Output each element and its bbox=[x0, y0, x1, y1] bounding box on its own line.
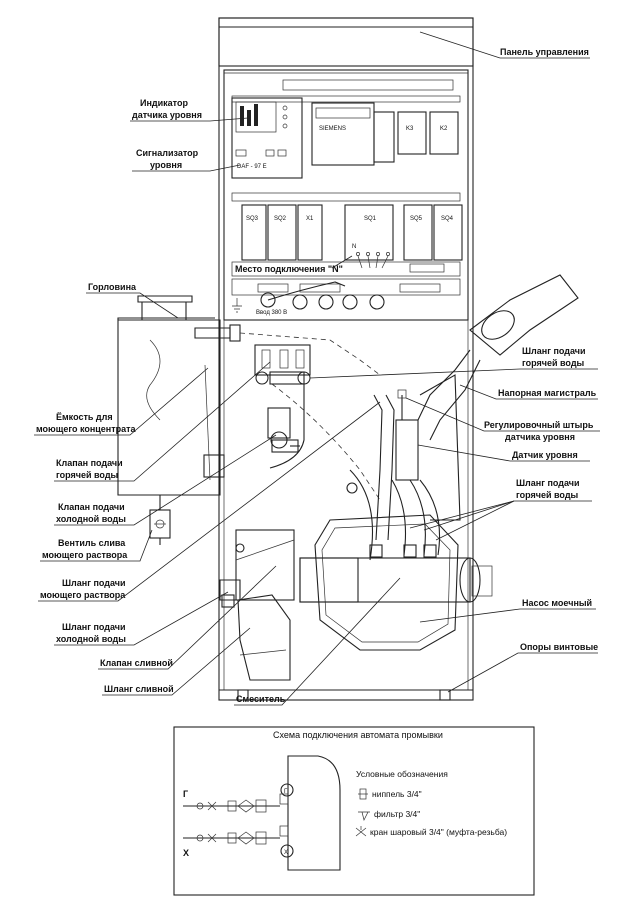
module-sq4-label: SQ4 bbox=[441, 216, 454, 222]
label-cold-hose-2: холодной воды bbox=[56, 634, 126, 644]
device-model-label: DAF - 97 E bbox=[237, 164, 267, 170]
mixer bbox=[235, 529, 295, 601]
label-hot-hose-mid-1: Шланг подачи bbox=[516, 478, 580, 488]
label-control-panel: Панель управления bbox=[500, 47, 589, 57]
control-panel-area bbox=[218, 17, 474, 67]
label-drain-hose: Шланг сливной bbox=[104, 684, 174, 694]
module-sq3-label: SQ3 bbox=[246, 216, 259, 222]
label-adj-pin-2: датчика уровня bbox=[505, 432, 575, 442]
label-signalizer-2: уровня bbox=[150, 160, 182, 170]
detergent-concentrate-tank bbox=[117, 295, 241, 545]
label-drain-tap-1: Вентиль слива bbox=[58, 538, 126, 548]
input-380v-label: Ввод 380 В bbox=[256, 310, 287, 316]
level-indicator-device bbox=[231, 97, 303, 179]
module-sq4 bbox=[433, 204, 463, 261]
label-mixer: Смеситель bbox=[236, 694, 286, 704]
label-hot-hose-top-2: горячей воды bbox=[522, 358, 585, 368]
label-neck: Горловина bbox=[88, 282, 137, 292]
legend-title: Условные обозначения bbox=[356, 769, 448, 779]
relay-k3-label: K3 bbox=[406, 126, 414, 132]
tank-neck bbox=[141, 301, 187, 321]
cabinet bbox=[218, 17, 474, 701]
filter-icon bbox=[358, 811, 370, 822]
hot-line-letter: Г bbox=[183, 789, 188, 799]
module-sq2 bbox=[267, 204, 297, 261]
scheme-title: Схема подключения автомата промывки bbox=[273, 730, 443, 740]
pressure-line-pipe bbox=[469, 274, 579, 356]
screw-support-right bbox=[439, 689, 451, 701]
label-screw-supports: Опоры винтовые bbox=[520, 642, 598, 652]
label-drain-valve: Клапан сливной bbox=[100, 658, 173, 668]
label-level-indicator-1: Индикатор bbox=[140, 98, 188, 108]
label-cold-hose-1: Шланг подачи bbox=[62, 622, 126, 632]
label-pressure-line: Напорная магистраль bbox=[498, 388, 597, 398]
legend-item-filter: фильтр 3/4" bbox=[374, 809, 420, 819]
label-cold-valve-1: Клапан подачи bbox=[58, 502, 125, 512]
terminal-x1-label: X1 bbox=[306, 216, 314, 222]
callouts: Панель управления Индикатор датчика уров… bbox=[34, 31, 600, 706]
screw-support-left bbox=[237, 689, 249, 701]
label-signalizer-1: Сигнализатор bbox=[136, 148, 199, 158]
nipple-icon bbox=[358, 788, 368, 800]
label-hot-hose-top-1: Шланг подачи bbox=[522, 346, 586, 356]
label-cold-valve-2: холодной воды bbox=[56, 514, 126, 524]
siemens-module bbox=[311, 102, 375, 166]
label-adj-pin-1: Регулировочный штырь bbox=[484, 420, 594, 430]
ground-icon bbox=[232, 298, 242, 313]
label-tank-2: моющего концентрата bbox=[36, 424, 137, 434]
label-hot-valve-1: Клапан подачи bbox=[56, 458, 123, 468]
label-level-indicator-2: датчика уровня bbox=[132, 110, 202, 120]
relay-k3 bbox=[397, 111, 427, 155]
label-detergent-hose-2: моющего раствора bbox=[40, 590, 126, 600]
label-hot-valve-2: горячей воды bbox=[56, 470, 119, 480]
label-n-connection: Место подключения "N" bbox=[235, 264, 343, 274]
drain-hose bbox=[237, 594, 291, 681]
label-drain-tap-2: моющего раствора bbox=[42, 550, 128, 560]
hot-water-valve bbox=[267, 407, 291, 439]
n-terminal-mark: N bbox=[352, 244, 356, 250]
relay-k2-label: K2 bbox=[440, 126, 448, 132]
electrical-compartment bbox=[223, 69, 469, 321]
wash-pump bbox=[219, 514, 493, 681]
module-sq5 bbox=[403, 204, 433, 261]
legend-item-ball-valve: кран шаровый 3/4" (муфта-резьба) bbox=[370, 827, 507, 837]
module-sq2-label: SQ2 bbox=[274, 216, 287, 222]
siemens-label: SIEMENS bbox=[319, 126, 346, 132]
label-wash-pump: Насос моечный bbox=[522, 598, 592, 608]
legend-item-nipple: ниппель 3/4" bbox=[372, 789, 422, 799]
hot-circle-letter: Г bbox=[284, 789, 288, 795]
level-sensor bbox=[395, 419, 419, 481]
label-detergent-hose-1: Шланг подачи bbox=[62, 578, 126, 588]
module-sq1 bbox=[344, 204, 394, 261]
cold-line-letter: Х bbox=[183, 848, 189, 858]
terminal-x1 bbox=[297, 204, 323, 261]
ball-valve-icon bbox=[355, 826, 367, 837]
module-sq5-label: SQ5 bbox=[410, 216, 423, 222]
plumbing bbox=[203, 274, 579, 561]
relay-k2 bbox=[429, 111, 459, 155]
cold-circle-letter: Х bbox=[284, 850, 288, 856]
electrical-panel: DAF - 97 E SIEMENS K3 K2 SQ3 SQ2 X1 SQ1 … bbox=[231, 79, 463, 316]
label-level-sensor: Датчик уровня bbox=[512, 450, 578, 460]
module-sq3 bbox=[241, 204, 267, 261]
label-hot-hose-mid-2: горячей воды bbox=[516, 490, 579, 500]
label-tank-1: Ёмкость для bbox=[56, 412, 113, 422]
connection-scheme: Схема подключения автомата промывки Г Г … bbox=[173, 726, 535, 896]
module-sq1-label: SQ1 bbox=[364, 216, 377, 222]
